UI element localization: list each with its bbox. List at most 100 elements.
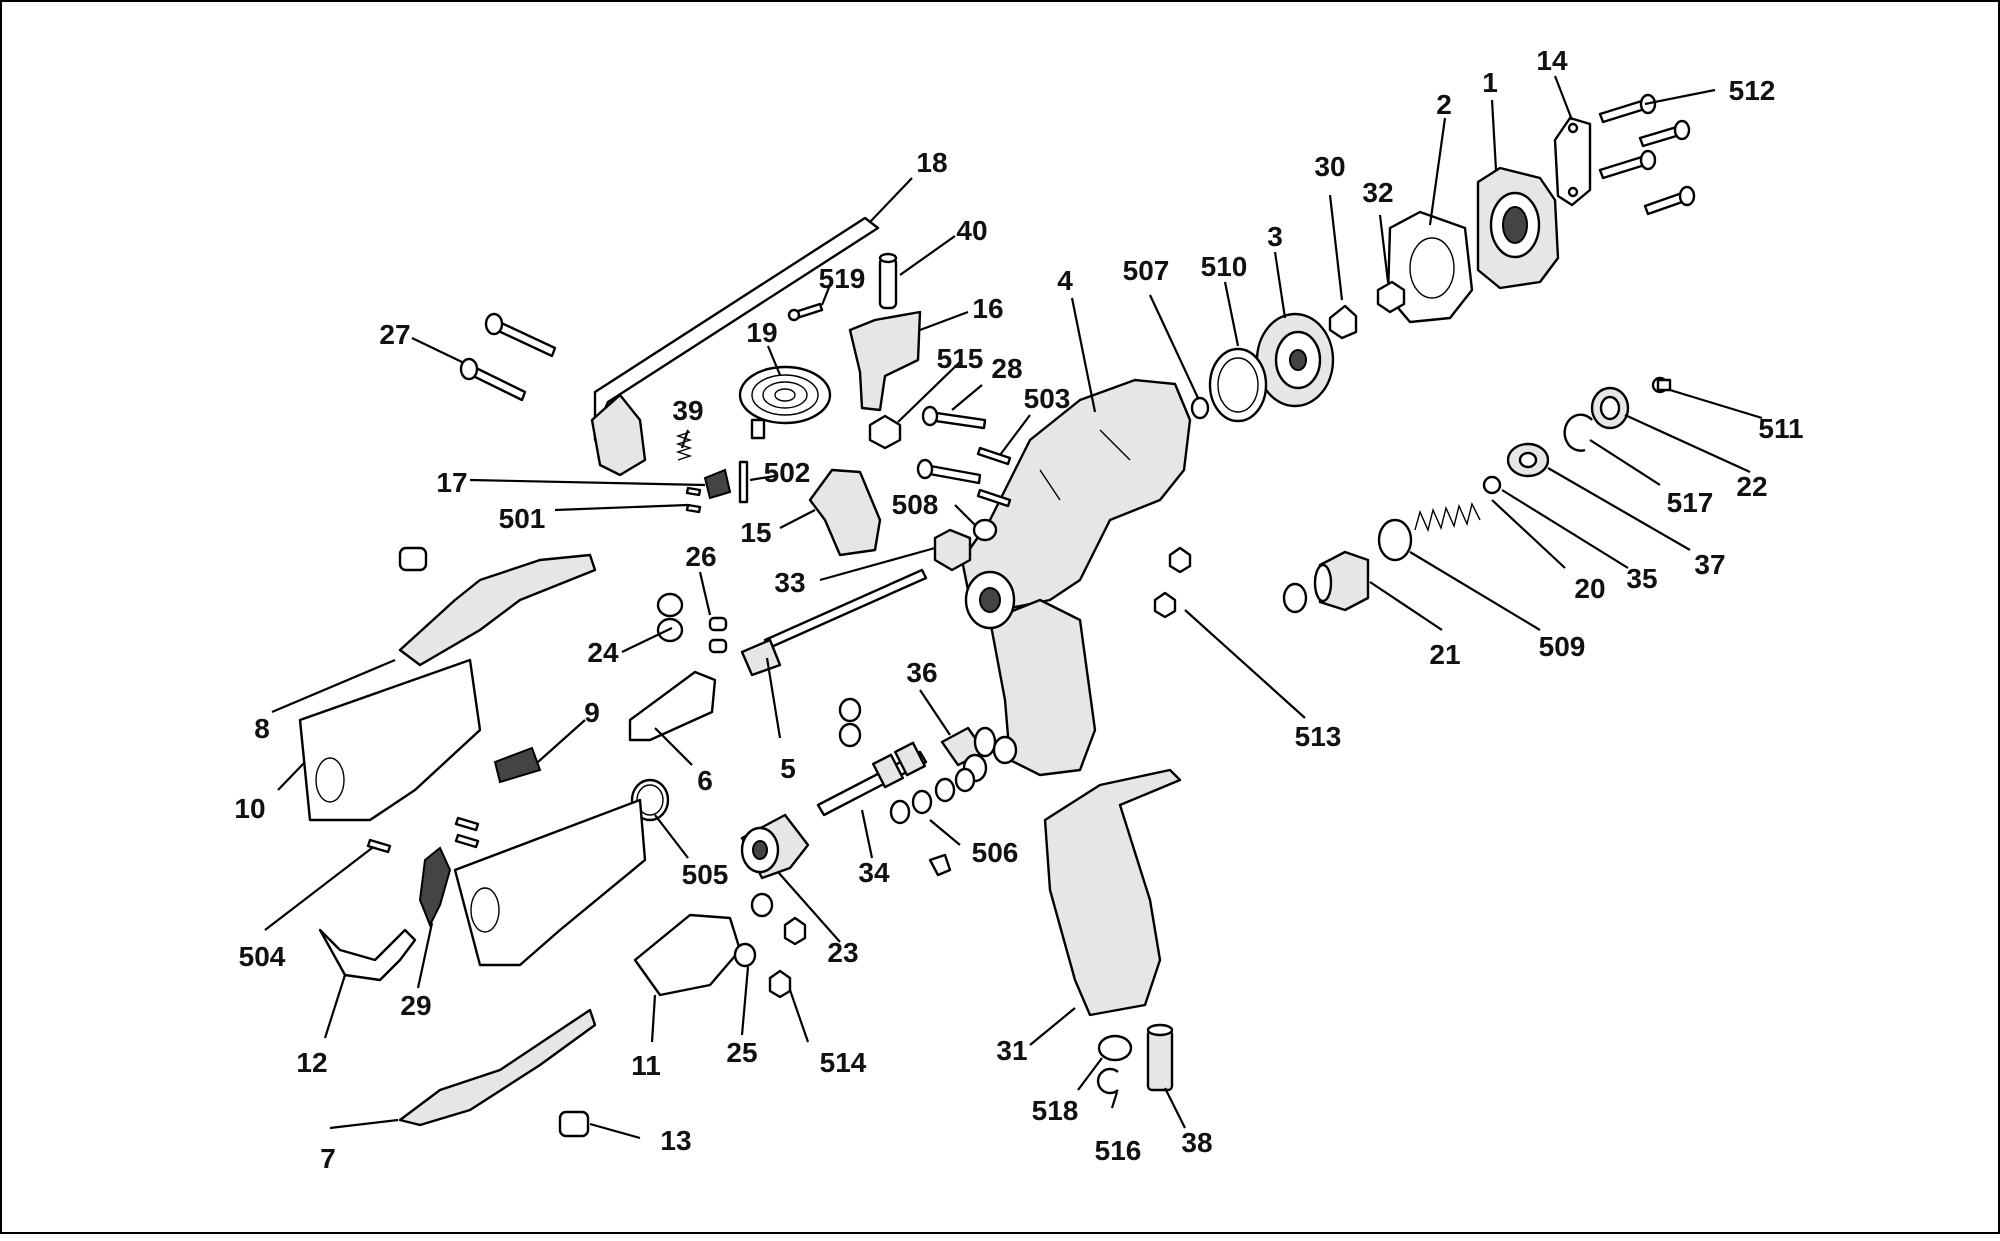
callout-labels: 1 2 3 4 5 6 7 8 9 10 11 12 13 14 15 16 1… <box>234 45 1803 1174</box>
part-20-spring <box>1414 501 1481 533</box>
callout-37: 37 <box>1694 549 1725 580</box>
part-510-ring-inner <box>1217 357 1259 413</box>
part-18-lever <box>590 216 880 477</box>
callout-503: 503 <box>1024 383 1071 414</box>
callout-519: 519 <box>819 263 866 294</box>
callout-505: 505 <box>682 859 729 890</box>
callout-19: 19 <box>746 317 777 348</box>
callout-10: 10 <box>234 793 265 824</box>
part-36-washers <box>838 697 862 748</box>
part-517-snapring <box>1563 413 1593 452</box>
callout-507: 507 <box>1123 255 1170 286</box>
callout-23: 23 <box>827 937 858 968</box>
part-4-housing <box>960 378 1192 777</box>
part-3-pulley <box>1255 312 1335 408</box>
callout-6: 6 <box>697 765 713 796</box>
callout-16: 16 <box>972 293 1003 324</box>
part-27-bolts <box>459 312 557 402</box>
part-21-collar <box>1313 550 1370 612</box>
callout-516: 516 <box>1095 1135 1142 1166</box>
part-506-orings <box>889 767 976 825</box>
callout-518: 518 <box>1032 1095 1079 1126</box>
part-39-spring <box>675 431 693 461</box>
part-33-block <box>933 528 972 572</box>
part-510-ring <box>1208 347 1268 423</box>
callout-20: 20 <box>1574 573 1605 604</box>
parts-group <box>298 93 1696 1138</box>
part-1-flange <box>1476 166 1560 290</box>
part-509-ring <box>1377 518 1413 562</box>
callout-513: 513 <box>1295 721 1342 752</box>
part-34-stem <box>816 741 928 817</box>
callout-30: 30 <box>1314 151 1345 182</box>
part-506-plug <box>928 853 952 877</box>
part-516-clip <box>1096 1067 1119 1095</box>
callout-9: 9 <box>584 697 600 728</box>
part-31-grip <box>1043 768 1182 1017</box>
part-32-nut <box>1376 280 1406 314</box>
part-11-bracket <box>633 913 742 997</box>
callout-508: 508 <box>892 489 939 520</box>
part-29-trigger <box>418 846 452 928</box>
callout-31: 31 <box>996 1035 1027 1066</box>
callout-26: 26 <box>685 541 716 572</box>
part-503-pins <box>976 446 1012 508</box>
callout-501: 501 <box>499 503 546 534</box>
part-8-bushing <box>398 546 428 572</box>
part-7-lever <box>398 1008 597 1127</box>
part-504-pins <box>366 816 480 854</box>
callout-7: 7 <box>320 1143 336 1174</box>
part-30-washer <box>1328 304 1358 340</box>
part-5-rod <box>740 568 928 677</box>
part-plate-inner <box>453 798 647 967</box>
callout-12: 12 <box>296 1047 327 1078</box>
callout-33: 33 <box>774 567 805 598</box>
callout-13: 13 <box>660 1125 691 1156</box>
part-23-valve <box>740 813 810 880</box>
part-plate-inner-hole <box>470 887 500 933</box>
callout-29: 29 <box>400 990 431 1021</box>
part-513-nuts <box>1153 546 1192 619</box>
part-17-piece <box>703 468 732 500</box>
callout-28: 28 <box>991 353 1022 384</box>
part-507-oring <box>1190 396 1210 420</box>
callout-510: 510 <box>1201 251 1248 282</box>
callout-35: 35 <box>1626 563 1657 594</box>
part-37-cap <box>1506 442 1550 478</box>
callout-21: 21 <box>1429 639 1460 670</box>
part-40-pin <box>878 252 898 310</box>
callout-40: 40 <box>956 215 987 246</box>
callout-34: 34 <box>858 857 890 888</box>
callout-517: 517 <box>1667 487 1714 518</box>
callout-25: 25 <box>726 1037 757 1068</box>
part-21-oring <box>1282 582 1308 614</box>
part-10-plate <box>298 658 482 822</box>
part-511-screw <box>1651 376 1672 394</box>
callout-5: 5 <box>780 753 796 784</box>
callout-14: 14 <box>1536 45 1568 76</box>
callout-39: 39 <box>672 395 703 426</box>
part-518-disc <box>1097 1034 1133 1062</box>
part-26-pins <box>708 616 728 654</box>
callout-3: 3 <box>1267 221 1283 252</box>
part-25-washers <box>733 892 774 968</box>
callout-22: 22 <box>1736 471 1767 502</box>
part-10-plate-hole <box>315 757 345 803</box>
callout-1: 1 <box>1482 67 1498 98</box>
part-501-pins <box>685 486 702 514</box>
callout-24: 24 <box>587 637 619 668</box>
callout-18: 18 <box>916 147 947 178</box>
callout-502: 502 <box>764 457 811 488</box>
part-16-bracket <box>848 310 922 412</box>
part-13-bushing <box>558 1110 590 1138</box>
callout-27: 27 <box>379 319 410 350</box>
callout-38: 38 <box>1181 1127 1212 1158</box>
callout-504: 504 <box>239 941 286 972</box>
callout-15: 15 <box>740 517 771 548</box>
callout-506: 506 <box>972 837 1019 868</box>
callout-8: 8 <box>254 713 270 744</box>
part-22-bushing <box>1590 386 1630 430</box>
